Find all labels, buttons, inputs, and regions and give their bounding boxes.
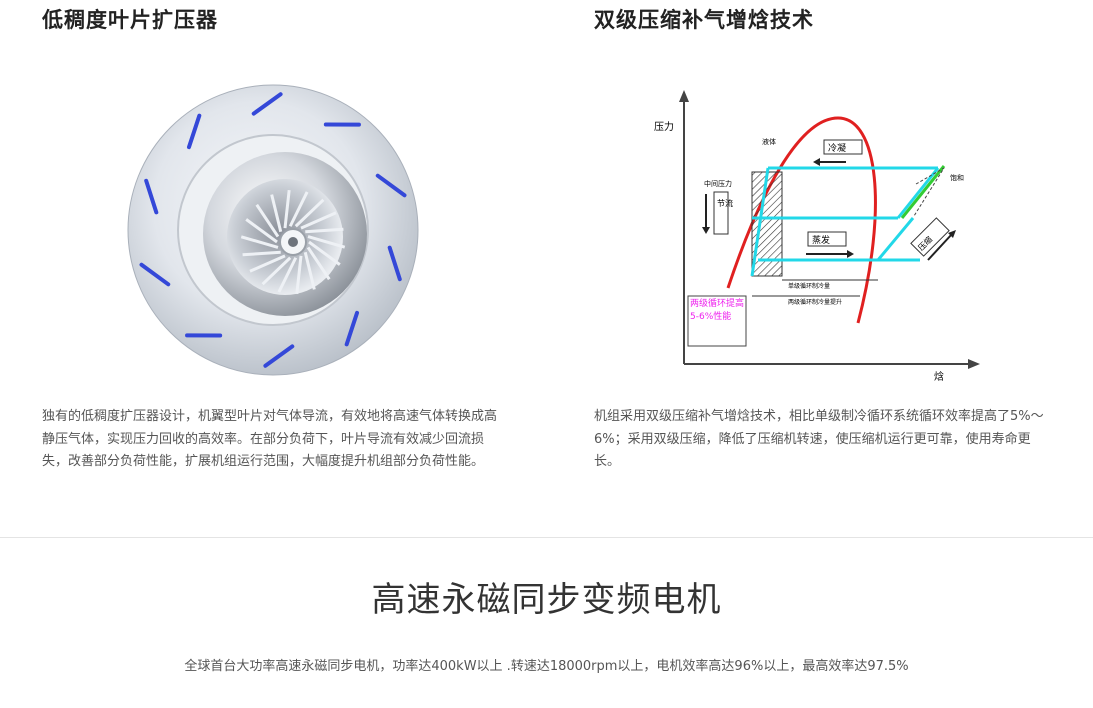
impeller-blade <box>306 246 331 281</box>
impeller-blade <box>300 211 337 230</box>
diffuser-vane <box>263 344 295 368</box>
impeller-blade <box>261 256 292 286</box>
diffuser-illustration <box>127 84 419 376</box>
diffuser-vane <box>375 173 407 198</box>
section-divider <box>0 537 1093 538</box>
label-saturated: 饱和 <box>950 173 964 182</box>
label-condense: 冷凝 <box>828 142 846 154</box>
impeller-blade <box>305 227 344 234</box>
motor-title: 高速永磁同步变频电机 <box>371 580 722 620</box>
diffuser-image <box>125 82 421 378</box>
diffuser-vane <box>144 178 159 215</box>
label-benefit: 两级循环提高5-6%性能 <box>690 299 745 322</box>
impeller-blade <box>255 203 280 238</box>
diffuser-vane <box>251 92 283 116</box>
impeller-blade <box>307 235 346 249</box>
impeller-blade <box>277 257 298 293</box>
two-stage-description: 机组采用双级压缩补气增焓技术，相比单级制冷循环系统循环效率提高了5%～6%；采用… <box>594 409 1044 469</box>
impeller-blade <box>294 198 325 228</box>
impeller-blade <box>270 194 283 233</box>
impeller-blade <box>288 191 309 227</box>
diffuser-vane <box>387 245 402 282</box>
label-throttle: 节流 <box>717 198 733 208</box>
impeller-blade <box>242 250 281 257</box>
label-evaporate: 蒸发 <box>812 234 830 246</box>
label-subcooled: 液体 <box>762 137 776 146</box>
diffuser-vane <box>344 310 360 347</box>
impeller-blade <box>249 254 286 273</box>
impeller-blade <box>303 251 316 290</box>
diffuser-title: 低稠度叶片扩压器 <box>42 8 218 32</box>
label-dimension-1: 单级循环制冷量 <box>788 282 830 290</box>
diffuser-vane <box>186 113 202 150</box>
two-stage-title: 双级压缩补气增焓技术 <box>594 8 814 32</box>
impeller-blade <box>245 218 278 244</box>
ph-diagram-svg: 压力 焓 冷凝 蒸发 节流 <box>654 90 980 383</box>
label-dimension-2: 两级循环制冷量提升 <box>788 298 842 306</box>
impeller-blade <box>308 240 341 266</box>
ph-diagram: 压力 焓 冷凝 蒸发 节流 <box>648 88 990 386</box>
label-intermediate: 中间压力 <box>704 179 732 188</box>
impeller-blade <box>240 235 279 249</box>
impeller-blade <box>283 189 291 229</box>
x-axis-label: 焓 <box>934 370 944 383</box>
diffuser-description: 独有的低稠度扩压器设计，机翼型叶片对气体导流，有效地将高速气体转换成高静压气体，… <box>42 409 498 469</box>
motor-description: 全球首台大功率高速永磁同步电机，功率达400kW以上 .转速达18000rpm以… <box>184 659 909 674</box>
impeller-blade <box>295 255 303 295</box>
y-axis-label-1: 压力 <box>654 120 674 133</box>
diffuser-vane <box>139 262 171 287</box>
